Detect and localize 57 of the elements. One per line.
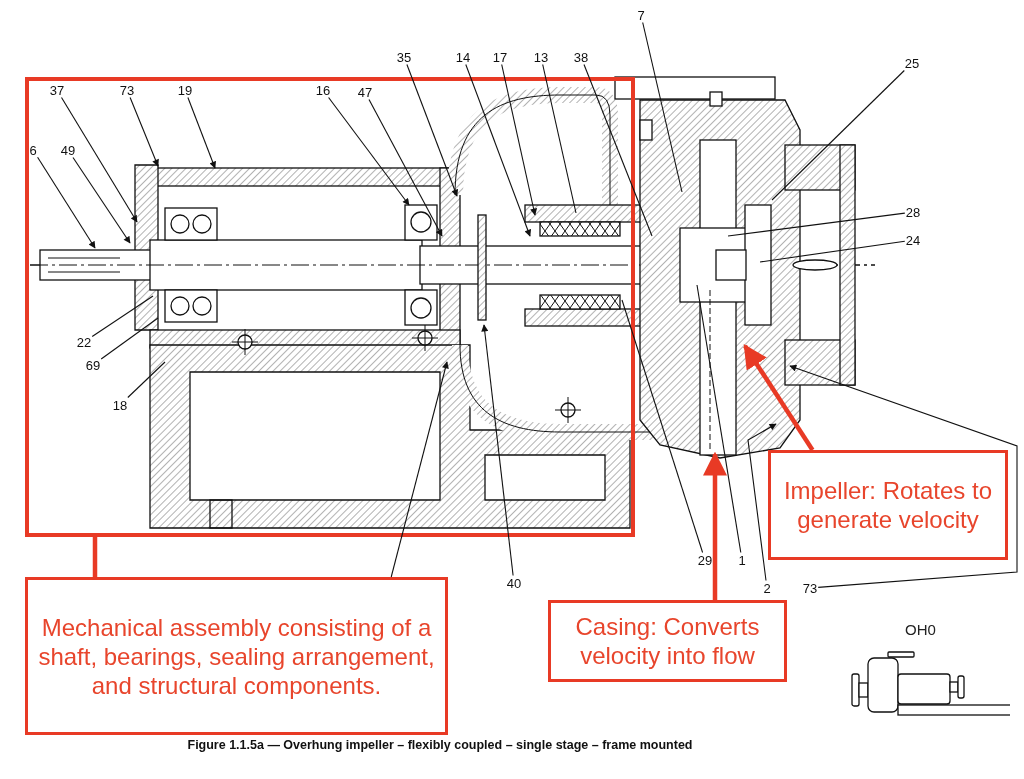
- callout-number: 35: [395, 49, 413, 65]
- figure-caption: Figure 1.1.5a — Overhung impeller – flexibly coupled – single stage – frame mounted: [187, 738, 693, 752]
- leader-line: [60, 96, 138, 223]
- callout-number: 40: [505, 575, 523, 591]
- leader-line: [481, 324, 514, 577]
- leader-line: [328, 96, 410, 206]
- callout-number: 19: [176, 82, 194, 98]
- callout-number: 69: [84, 357, 102, 373]
- callout-box: Impeller: Rotates to generate velocity: [768, 450, 1008, 560]
- leader-line: [37, 156, 96, 249]
- leader-line: [621, 299, 704, 554]
- callout-number: 38: [572, 49, 590, 65]
- leader-line: [127, 361, 166, 399]
- leader-line: [727, 212, 906, 237]
- callout-number: 73: [801, 580, 819, 596]
- leader-line: [465, 63, 532, 237]
- callout-number: 18: [111, 397, 129, 413]
- leader-line: [100, 317, 159, 360]
- callout-number: 2: [762, 580, 772, 596]
- leader-line: [368, 98, 443, 237]
- callout-number: 29: [696, 552, 714, 568]
- callout-number: 22: [75, 334, 93, 350]
- callout-number: 24: [904, 232, 922, 248]
- callout-number: 16: [314, 82, 332, 98]
- arrow: [703, 451, 727, 600]
- leader-line: [501, 63, 538, 216]
- leader-line: [642, 21, 683, 193]
- leader-line: [390, 361, 449, 578]
- arrow: [743, 344, 815, 452]
- leader-line: [406, 63, 459, 197]
- callout-number: 13: [532, 49, 550, 65]
- pump-type-label: OH0: [905, 621, 936, 638]
- leader-line: [771, 69, 905, 201]
- leader-line: [789, 364, 1018, 588]
- leader-line: [91, 295, 154, 338]
- callout-number: 28: [904, 204, 922, 220]
- callout-number: 6: [28, 142, 38, 158]
- leader-line: [542, 63, 577, 214]
- leader-line: [583, 63, 653, 237]
- callout-number: 47: [356, 84, 374, 100]
- callout-number: 7: [636, 7, 646, 23]
- callout-box: Casing: Converts velocity into flow: [548, 600, 787, 682]
- callout-number: 73: [118, 82, 136, 98]
- leader-line: [72, 156, 131, 244]
- callout-number: 14: [454, 49, 472, 65]
- leader-line: [747, 423, 777, 582]
- callout-number: 49: [59, 142, 77, 158]
- callout-number: 1: [737, 552, 747, 568]
- callout-number: 17: [491, 49, 509, 65]
- callout-box: Mechanical assembly consisting of a shaft, bearings, sealing arrangement, and structural components.: [25, 577, 448, 735]
- leader-line: [696, 284, 742, 554]
- callout-number: 25: [903, 55, 921, 71]
- leader-line: [187, 96, 216, 169]
- highlight-frame: [25, 77, 635, 537]
- leader-line: [129, 96, 159, 167]
- callout-number: 37: [48, 82, 66, 98]
- leader-line: [759, 240, 906, 263]
